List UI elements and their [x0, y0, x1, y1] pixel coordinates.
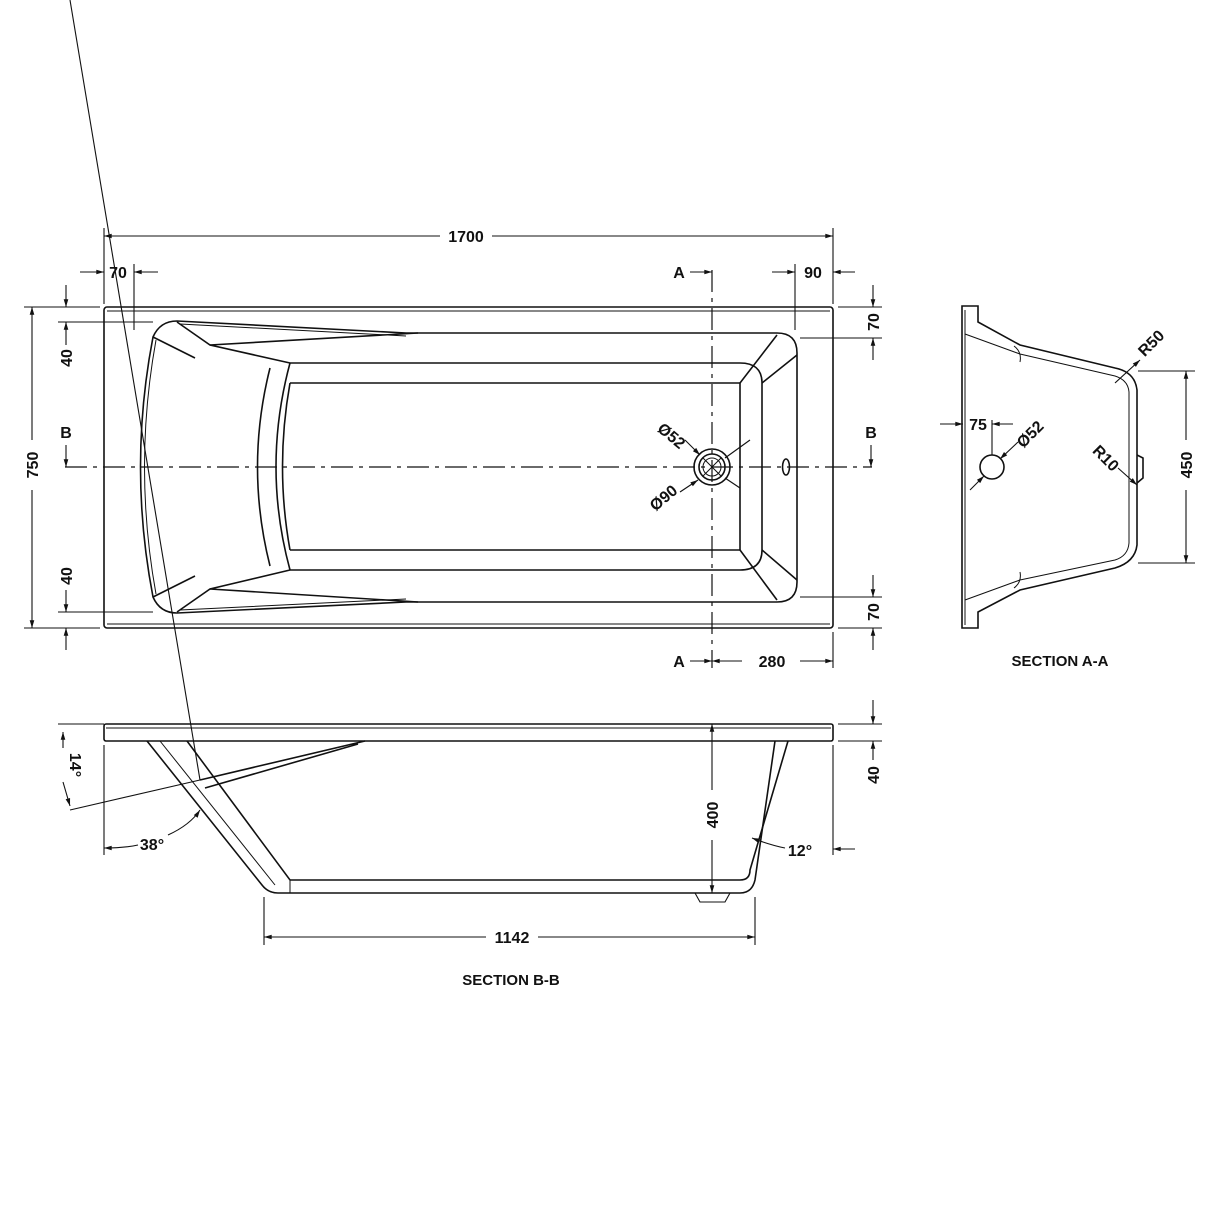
dim-angle-head: 38° [140, 837, 164, 854]
waste-fitting [694, 892, 731, 903]
section-marker-a-bottom: A [673, 654, 685, 671]
backrest-edge [209, 588, 419, 603]
plan-view [65, 270, 872, 668]
dim-angle-foot: 12° [788, 843, 812, 860]
dim-head-rim: 70 [109, 265, 127, 282]
dim-depth: 400 [705, 802, 722, 829]
plan-dimensions: 1700 70 90 A A B B 750 40 40 70 70 [24, 228, 883, 671]
section-marker-b-left: B [60, 425, 72, 442]
dim-section-a-waste-dia: Ø52 [1014, 418, 1047, 451]
dim-waste-outer-dia: Ø90 [647, 482, 681, 515]
dim-section-a-waste-offset: 75 [969, 417, 987, 434]
dim-head-offset-top: 40 [59, 349, 76, 367]
section-marker-a-top: A [673, 265, 685, 282]
head-slope-lines [152, 321, 291, 613]
dim-rim-thickness: 40 [866, 766, 883, 784]
dim-head-offset-bottom: 40 [59, 567, 76, 585]
dim-section-a-radius-top: R50 [1135, 327, 1168, 360]
dim-overall-length: 1700 [448, 229, 484, 246]
dim-section-a-radius-small: R10 [1089, 442, 1122, 475]
dim-floor-length: 1142 [495, 930, 530, 947]
waste-icon [693, 448, 731, 486]
section-b-caption: SECTION B-B [462, 972, 560, 989]
section-marker-b-right: B [865, 425, 877, 442]
rim-section [103, 723, 834, 742]
foot-corner-bevels [739, 334, 798, 601]
dim-section-a-depth: 450 [1179, 452, 1196, 479]
dim-overall-width: 750 [25, 452, 42, 479]
dim-side-rim-bottom: 70 [866, 603, 883, 621]
dim-angle-backrest: 14° [66, 753, 83, 777]
dim-side-rim-top: 70 [866, 313, 883, 331]
backrest-edge [209, 332, 419, 346]
section-b-b: 14° 38° 12° 400 40 1142 SECTION B-B [58, 0, 883, 989]
section-a-a: 75 Ø52 R50 R10 450 SECTION A-A [940, 305, 1196, 670]
dim-waste-from-end: 280 [759, 654, 786, 671]
section-a-caption: SECTION A-A [1012, 653, 1109, 670]
dim-waste-inner-dia: Ø52 [654, 420, 688, 453]
dim-foot-rim: 90 [804, 265, 822, 282]
overflow-icon [781, 458, 791, 476]
